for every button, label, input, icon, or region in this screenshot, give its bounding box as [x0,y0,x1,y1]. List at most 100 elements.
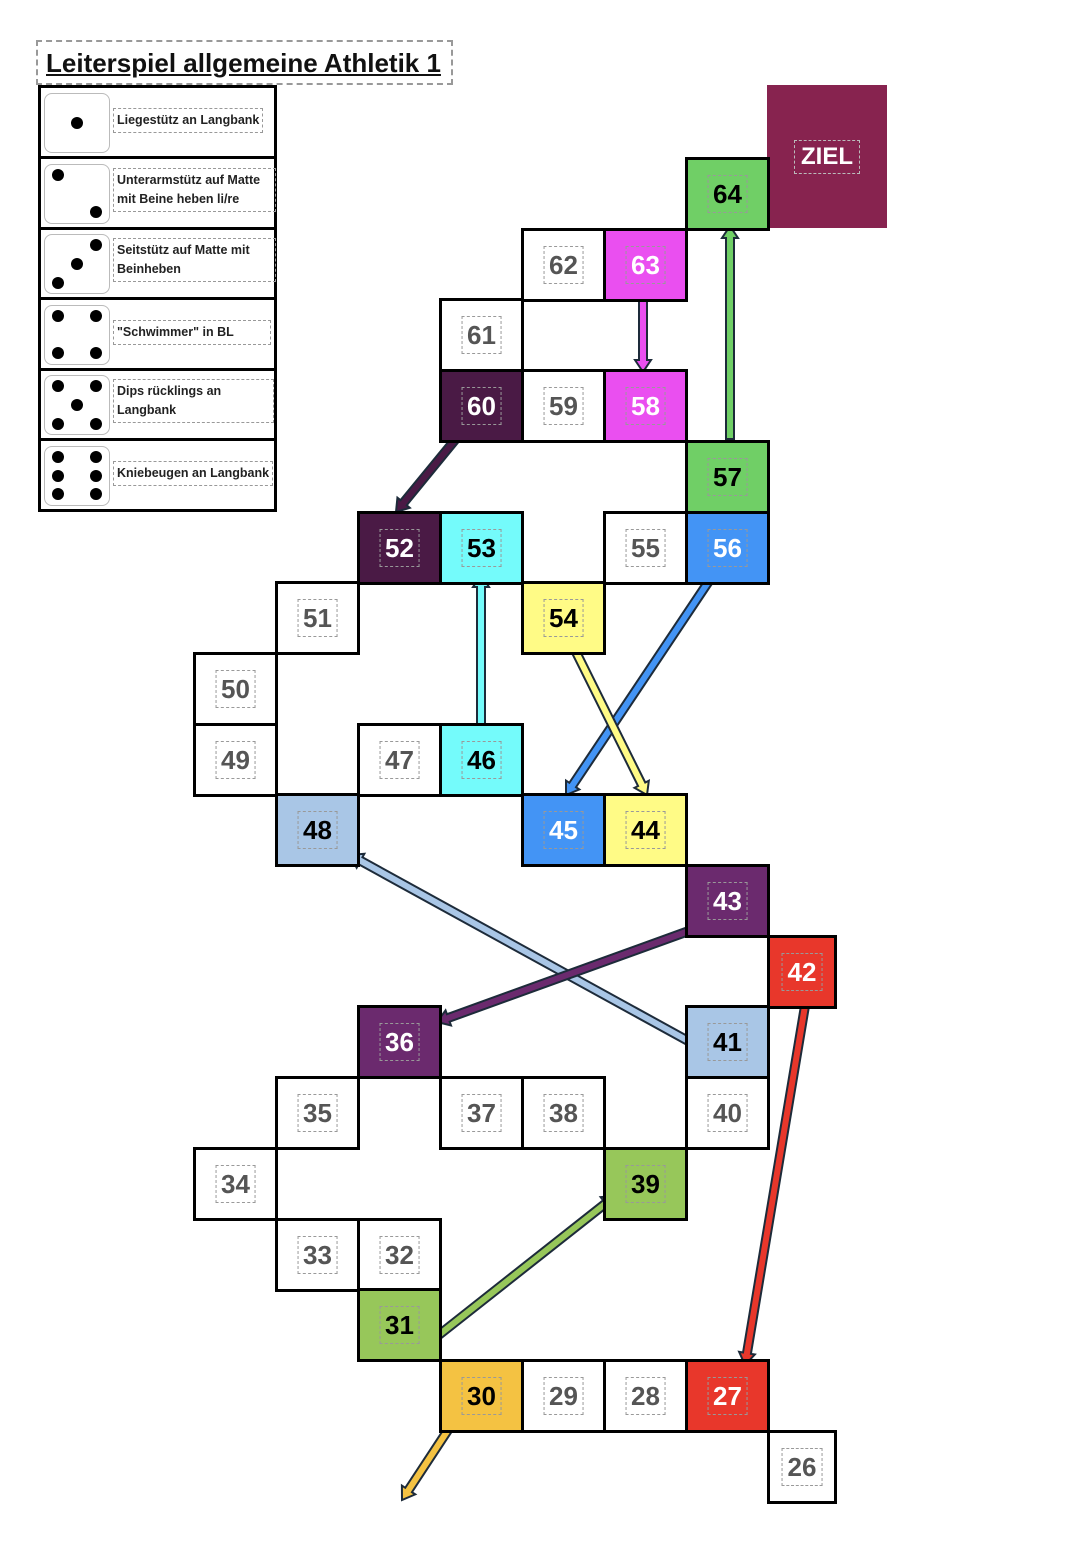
board-field-51: 51 [275,581,360,656]
legend-exercise: Seitstütz auf Matte mit Beinheben [113,238,276,282]
board-field-52: 52 [357,510,442,585]
field-number: 61 [461,316,502,355]
field-number: 33 [297,1235,338,1274]
field-number: 39 [625,1164,666,1203]
title-box: Leiterspiel allgemeine Athletik 1 [36,40,453,85]
die-1-icon [44,93,110,153]
board-field-48: 48 [275,793,360,868]
legend-row: Kniebeugen an Langbank [41,441,274,512]
snake-arrow-56-to-45 [564,571,718,797]
legend-exercise: Liegestütz an Langbank [113,108,264,133]
field-number: 31 [379,1306,420,1345]
field-number: 63 [625,245,666,284]
board-field-62: 62 [521,227,606,302]
board-field-36: 36 [357,1005,442,1080]
snake-arrow-60-to-52 [394,436,460,514]
board-field-55: 55 [603,510,688,585]
board-field-29: 29 [521,1358,606,1433]
field-number: 41 [707,1023,748,1062]
die-3-icon [44,234,110,294]
ladder-arrow-57-to-64 [720,224,740,440]
board-field-54: 54 [521,581,606,656]
board-field-41: 41 [685,1005,770,1080]
legend-row: Seitstütz auf Matte mit Beinheben [41,229,276,300]
legend-exercise: Kniebeugen an Langbank [113,460,274,486]
legend-row: Liegestütz an Langbank [41,88,274,159]
board-field-45: 45 [521,793,606,868]
goal-label: ZIEL [794,139,860,174]
board-field-47: 47 [357,722,442,797]
field-number: 29 [543,1376,584,1415]
field-number: 45 [543,811,584,850]
board-field-32: 32 [357,1217,442,1292]
field-number: 48 [297,811,338,850]
field-number: 56 [707,528,748,567]
field-number: 43 [707,882,748,920]
legend-row: Unterarmstütz auf Matte mit Beine heben … [41,159,276,230]
board-field-33: 33 [275,1217,360,1292]
board-field-46: 46 [439,722,524,797]
board-field-27: 27 [685,1358,770,1433]
field-number: 30 [461,1376,502,1415]
field-number: 57 [707,457,748,496]
field-number: 55 [625,528,666,567]
board-field-61: 61 [439,298,524,373]
field-number: 44 [625,811,666,850]
field-number: 49 [215,740,256,779]
board-field-39: 39 [603,1146,688,1221]
board-field-38: 38 [521,1076,606,1151]
field-number: 46 [461,740,502,779]
field-number: 34 [215,1164,256,1203]
legend-row: "Schwimmer" in BL [41,300,274,371]
field-number: 54 [543,599,584,638]
board-field-28: 28 [603,1358,688,1433]
board-field-63: 63 [603,227,688,302]
board-field-31: 31 [357,1288,442,1363]
ladder-arrow-46-to-53 [471,573,491,731]
die-2-icon [44,163,110,224]
board-field-58: 58 [603,369,688,444]
board-field-57: 57 [685,439,770,514]
field-number: 37 [461,1094,502,1133]
legend-exercise: "Schwimmer" in BL [113,319,271,345]
field-number: 36 [379,1023,420,1062]
field-number: 42 [781,952,823,991]
die-4-icon [44,304,110,365]
board-field-30: 30 [439,1358,524,1433]
board-field-53: 53 [439,510,524,585]
field-number: 64 [707,175,748,213]
goal-field: ZIEL [767,85,887,228]
field-number: 40 [707,1094,748,1133]
snake-arrow-63-to-58 [633,294,653,374]
board-field-50: 50 [193,651,278,726]
snake-arrow-43-to-36 [435,922,700,1027]
legend-exercise: Unterarmstütz auf Matte mit Beine heben … [113,167,276,212]
field-number: 27 [707,1376,748,1415]
ladder-arrow-31-to-39 [431,1194,617,1343]
board-field-26: 26 [767,1429,837,1504]
board-field-56: 56 [685,510,770,585]
field-number: 35 [297,1094,338,1133]
field-number: 32 [379,1235,420,1274]
field-number: 50 [215,669,256,708]
board-field-42: 42 [767,934,837,1009]
field-number: 26 [781,1447,823,1486]
snake-arrow-54-to-44 [569,644,651,797]
board-field-49: 49 [193,722,278,797]
field-number: 53 [461,528,502,567]
field-number: 62 [543,245,584,284]
field-number: 52 [379,528,420,567]
board-field-40: 40 [685,1076,770,1151]
board-field-35: 35 [275,1076,360,1151]
board-field-37: 37 [439,1076,524,1151]
board-field-44: 44 [603,793,688,868]
board-field-64: 64 [685,157,770,231]
field-number: 51 [297,599,338,638]
legend-row: Dips rücklings an Langbank [41,370,274,441]
die-5-icon [44,375,110,435]
board-field-34: 34 [193,1146,278,1221]
field-number: 47 [379,740,420,779]
